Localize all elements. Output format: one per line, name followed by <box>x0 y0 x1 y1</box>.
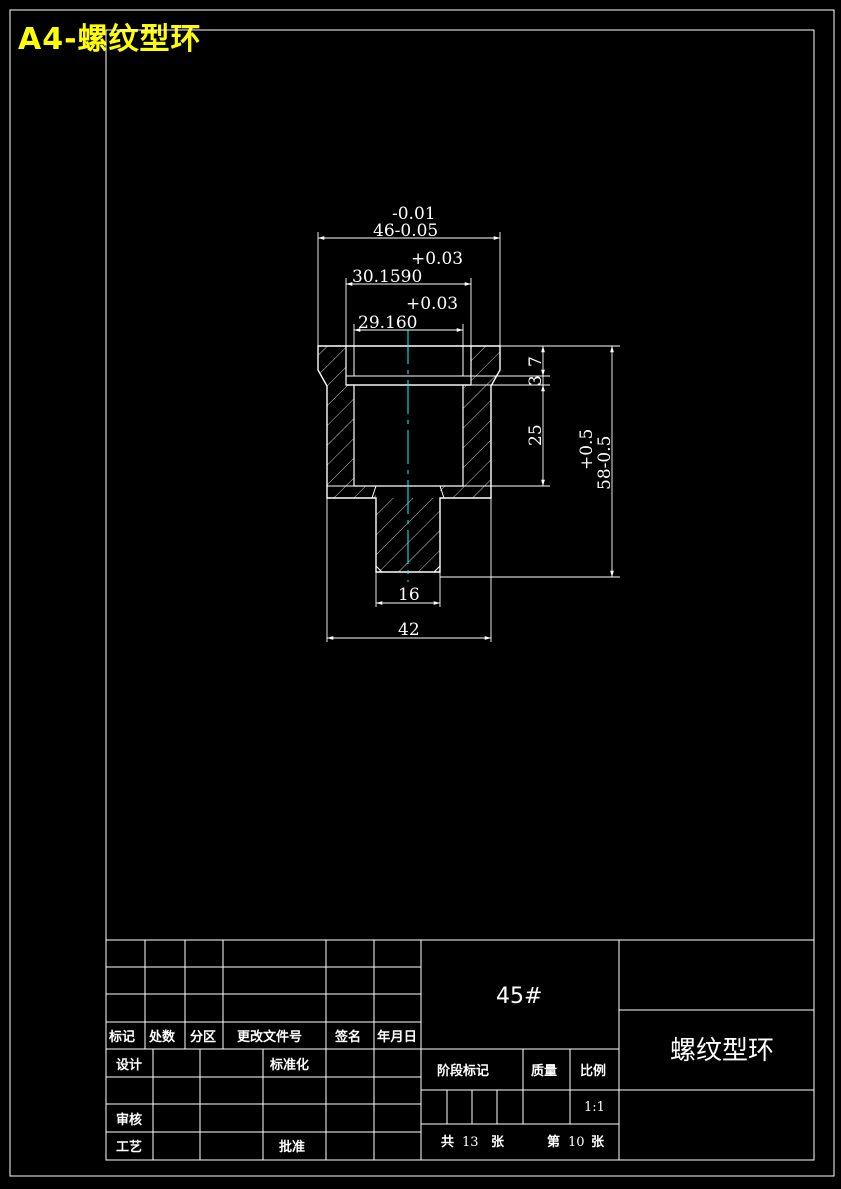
dim-3: 3 <box>526 375 546 386</box>
dim-inner-upper: +0.03 <box>406 294 458 314</box>
rev-header-date: 年月日 <box>377 1029 417 1045</box>
part-name: 螺纹型环 <box>670 1036 774 1066</box>
dim-top-upper: -0.01 <box>392 204 436 224</box>
sheet-prefix: 第 <box>547 1134 560 1150</box>
dim-height-upper: +0.5 <box>577 429 597 470</box>
rev-header-count: 处数 <box>148 1029 176 1045</box>
dim-inner-main: 29.160 <box>358 313 417 333</box>
scale-value: 1:1 <box>584 1100 605 1115</box>
outer-frame <box>9 9 835 1177</box>
label-design: 设计 <box>116 1057 142 1073</box>
label-standardize: 标准化 <box>269 1057 309 1073</box>
inner-frame <box>105 29 815 1161</box>
part-section <box>317 330 501 582</box>
material: 45# <box>496 984 542 1009</box>
label-stage-mark: 阶段标记 <box>437 1063 489 1079</box>
dimension-texts: -0.01 46-0.05 +0.03 30.1590 +0.03 29.160… <box>352 204 615 640</box>
total-prefix: 共 <box>441 1134 454 1150</box>
dimensions <box>317 232 620 642</box>
dim-height-main: 58-0.5 <box>595 436 615 490</box>
label-mass: 质量 <box>531 1063 557 1079</box>
label-scale: 比例 <box>580 1063 606 1079</box>
dim-42: 42 <box>398 620 420 640</box>
label-approve: 批准 <box>279 1139 305 1155</box>
title-block <box>105 939 815 1161</box>
title-block-texts: 标记 处数 分区 更改文件号 签名 年月日 设计 标准化 审核 工艺 批准 阶段… <box>108 984 774 1155</box>
label-process: 工艺 <box>116 1139 142 1155</box>
dim-mid-upper: +0.03 <box>411 249 463 269</box>
rev-header-doc: 更改文件号 <box>237 1029 302 1045</box>
dim-top-main: 46-0.05 <box>373 221 438 241</box>
total-sheets: 13 <box>462 1135 479 1150</box>
label-review: 审核 <box>116 1112 142 1128</box>
sheet-unit-a: 张 <box>491 1135 505 1150</box>
dim-mid-main: 30.1590 <box>352 267 422 287</box>
sheet-unit-b: 张 <box>591 1135 605 1150</box>
dim-25: 25 <box>526 424 546 446</box>
rev-header-mark: 标记 <box>108 1029 135 1045</box>
dim-7: 7 <box>526 356 546 367</box>
rev-header-sign: 签名 <box>334 1029 361 1045</box>
sheet-stamp: A4-螺纹型环 <box>18 22 202 57</box>
rev-header-zone: 分区 <box>190 1029 216 1045</box>
sheet-number: 10 <box>568 1135 585 1150</box>
dim-16: 16 <box>398 585 420 605</box>
